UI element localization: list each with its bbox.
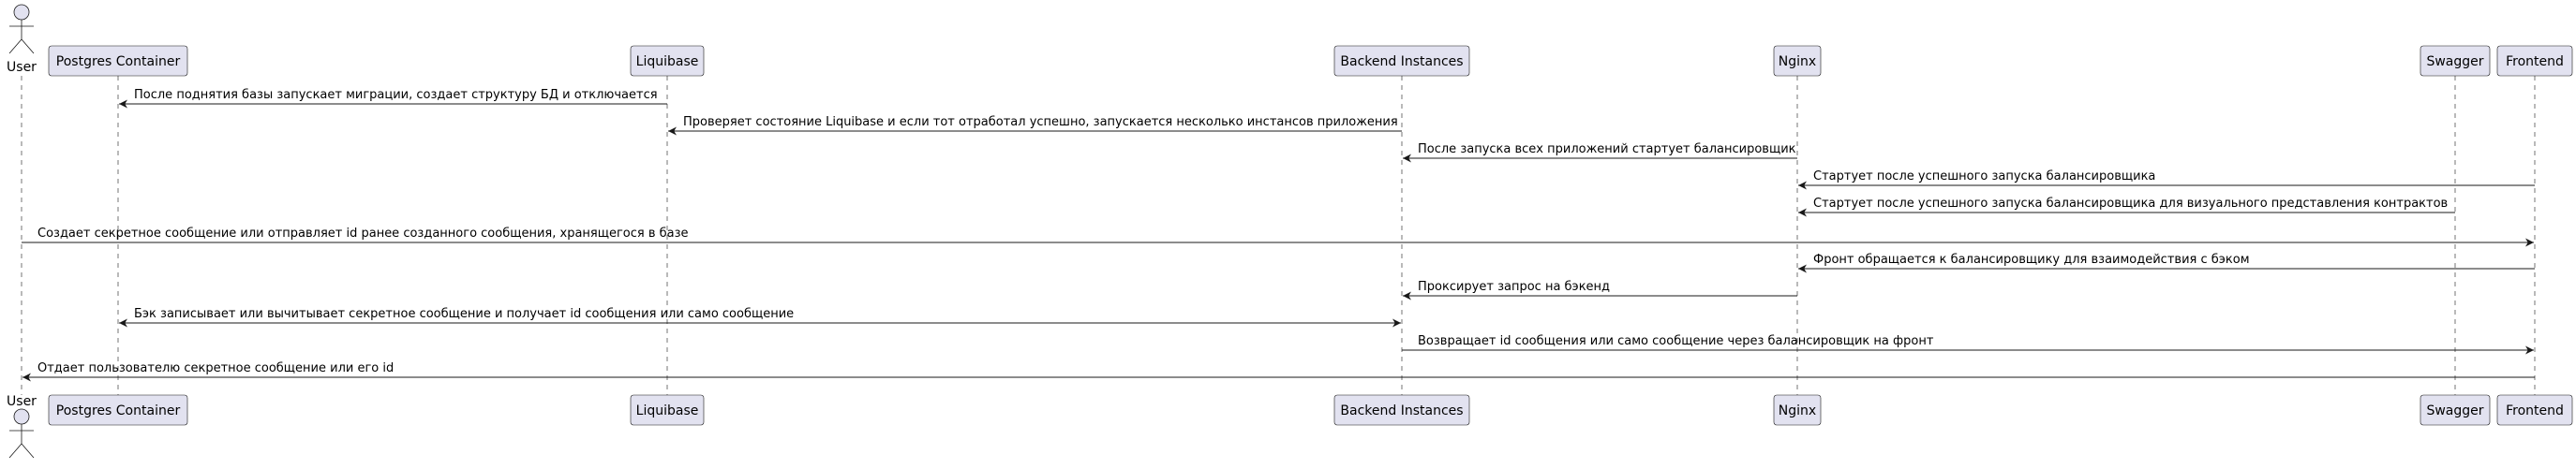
participant-postgres-bottom: Postgres Container — [48, 394, 188, 426]
participant-label: Frontend — [2506, 403, 2564, 418]
message-2: Проверяет состояние Liquibase и если тот… — [668, 115, 1402, 136]
participant-label: Backend Instances — [1340, 403, 1463, 418]
participant-backend-top: Backend Instances — [1333, 45, 1470, 77]
participant-liquibase-bottom: Liquibase — [630, 394, 705, 426]
participant-frontend-bottom: Frontend — [2496, 394, 2573, 426]
message-label: После поднятия базы запускает миграции, … — [134, 88, 658, 102]
message-5: Стартует после успешного запуска баланси… — [1798, 197, 2455, 217]
participant-backend-bottom: Backend Instances — [1333, 394, 1470, 426]
participant-user-bottom: User — [7, 394, 37, 459]
participant-user-top: User — [7, 4, 37, 75]
participant-label: Liquibase — [636, 54, 699, 69]
participant-box — [2496, 394, 2573, 426]
message-label: Стартует после успешного запуска баланси… — [1813, 169, 2155, 183]
message-label: Проксирует запрос на бэкенд — [1418, 280, 1610, 294]
participant-swagger-top: Swagger — [2420, 45, 2491, 77]
message-11: Отдает пользователю секретное сообщение … — [22, 361, 2535, 382]
message-8: Проксирует запрос на бэкенд — [1403, 280, 1797, 300]
participant-postgres-top: Postgres Container — [48, 45, 188, 77]
participant-box — [1333, 394, 1470, 426]
participant-nginx-top: Nginx — [1773, 45, 1822, 77]
message-label: После запуска всех приложений стартует б… — [1418, 142, 1796, 156]
participant-box — [2420, 394, 2491, 426]
participant-label: Nginx — [1779, 403, 1816, 418]
participant-label: Swagger — [2426, 54, 2483, 69]
participant-swagger-bottom: Swagger — [2420, 394, 2491, 426]
actor-figure-bottom — [8, 408, 35, 459]
message-label: Отдает пользователю секретное сообщение … — [37, 361, 394, 375]
participant-label: Liquibase — [636, 403, 699, 418]
message-10: Возвращает id сообщения или само сообщен… — [1402, 334, 2534, 355]
participant-label: Nginx — [1779, 54, 1816, 69]
message-label: Проверяет состояние Liquibase и если тот… — [683, 115, 1398, 129]
participant-box — [1773, 45, 1822, 77]
participant-box — [630, 394, 705, 426]
participant-box — [48, 394, 188, 426]
message-label: Бэк записывает или вычитывает секретное … — [134, 307, 794, 321]
participant-nginx-bottom: Nginx — [1773, 394, 1822, 426]
message-7: Фронт обращается к балансировщику для вз… — [1798, 253, 2535, 273]
participant-label: Backend Instances — [1340, 54, 1463, 69]
message-label: Возвращает id сообщения или само сообщен… — [1418, 334, 1934, 348]
actor-figure-top — [8, 4, 35, 54]
participant-label: Swagger — [2426, 403, 2483, 418]
participant-box — [1333, 45, 1470, 77]
message-label: Создает секретное сообщение или отправля… — [37, 227, 689, 241]
message-3: После запуска всех приложений стартует б… — [1403, 142, 1797, 163]
message-1: После поднятия базы запускает миграции, … — [119, 88, 667, 109]
participant-box — [1773, 394, 1822, 426]
message-label: Стартует после успешного запуска баланси… — [1813, 197, 2448, 211]
participant-box — [2496, 45, 2573, 77]
message-label: Фронт обращается к балансировщику для вз… — [1813, 253, 2250, 267]
participant-label: Postgres Container — [56, 403, 181, 418]
participant-label: User — [7, 394, 37, 409]
participant-box — [48, 45, 188, 77]
participant-liquibase-top: Liquibase — [630, 45, 705, 77]
participant-box — [2420, 45, 2491, 77]
participant-label: Postgres Container — [56, 54, 181, 69]
message-6: Создает секретное сообщение или отправля… — [22, 227, 2534, 247]
participant-label: Frontend — [2506, 54, 2564, 69]
participant-box — [630, 45, 705, 77]
message-4: Стартует после успешного запуска баланси… — [1798, 169, 2535, 190]
message-9: Бэк записывает или вычитывает секретное … — [119, 307, 1401, 328]
participant-label: User — [7, 60, 37, 75]
participant-frontend-top: Frontend — [2496, 45, 2573, 77]
